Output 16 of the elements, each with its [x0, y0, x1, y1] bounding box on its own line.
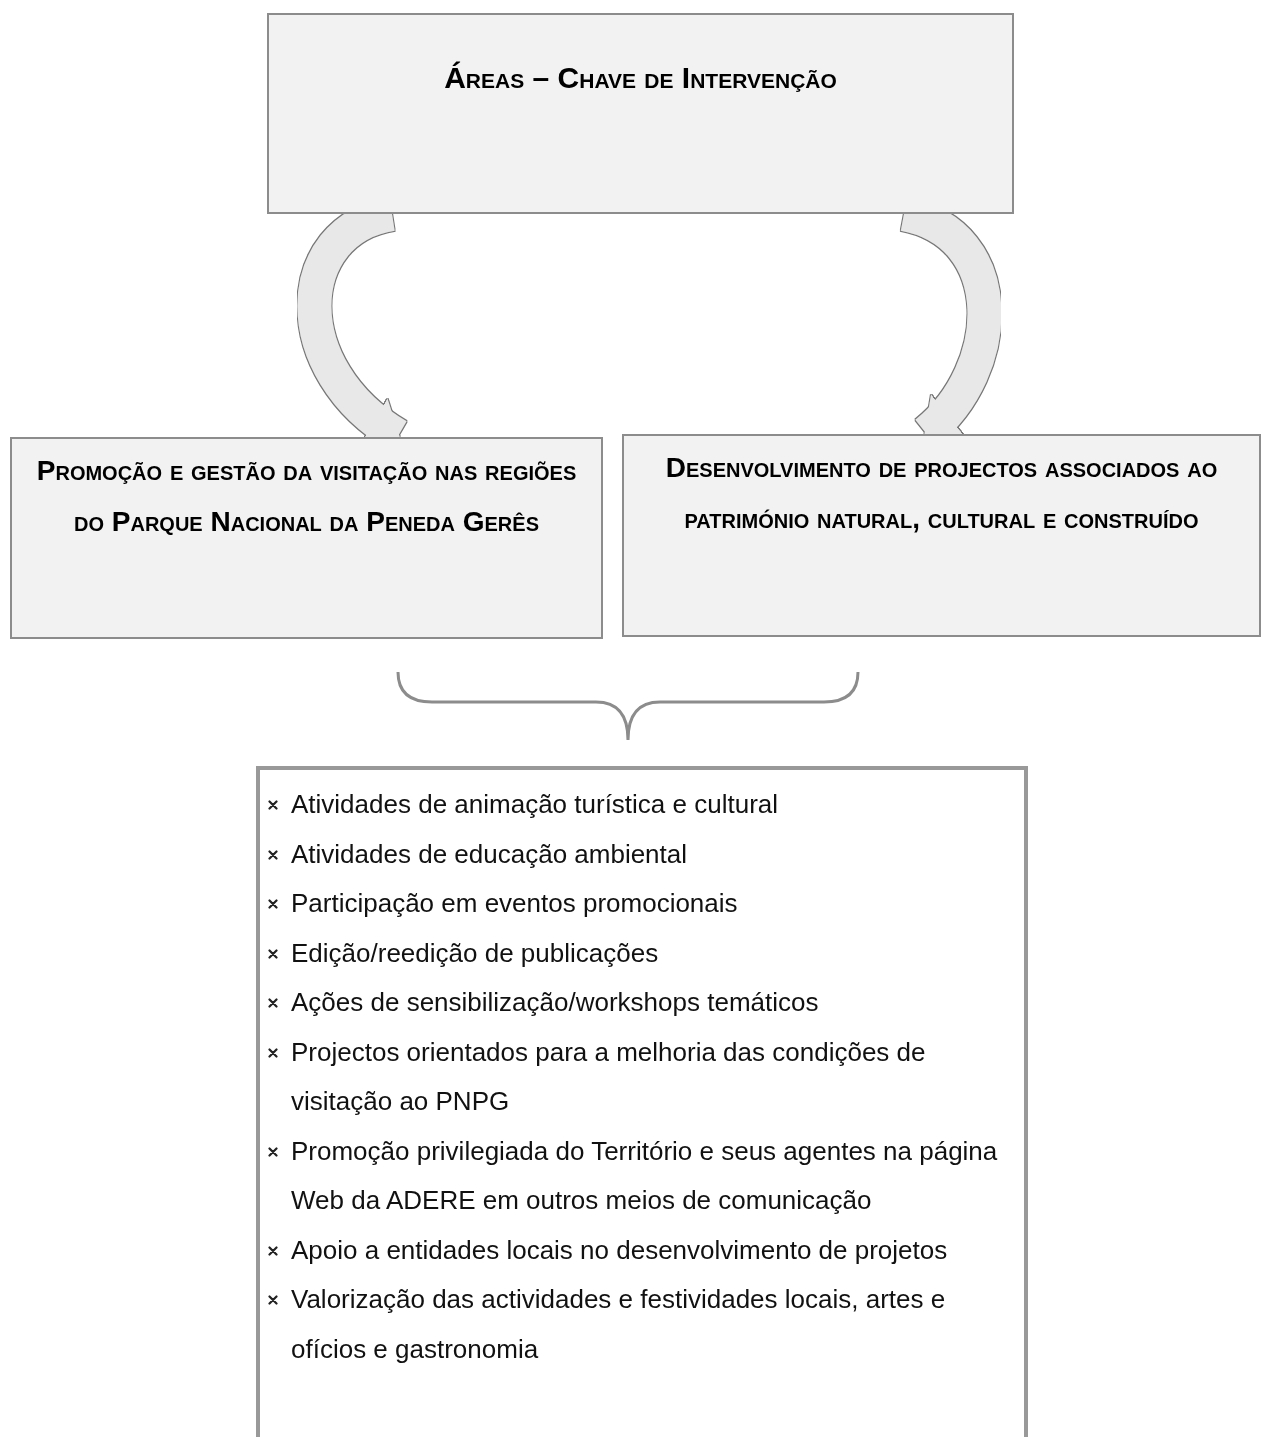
list-item-text: Apoio a entidades locais no desenvolvimento de projetos: [291, 1233, 948, 1267]
box-heading: Áreas – Chave de Intervenção: [443, 61, 838, 95]
list-item-text: Atividades de animação turística e cultural: [291, 788, 779, 821]
box-heading: Promoção e gestão da visitação nas regiões do Parque Nacional da Peneda Gerês: [35, 454, 578, 539]
list-item-text: Atividades de educação ambiental: [291, 837, 688, 871]
heading-box: [267, 13, 1014, 214]
box-heading: Desenvolvimento de projectos associados ao património natural, cultural e construído: [664, 451, 1219, 536]
list-item-text: Valorização das actividades e festividades locais, artes e ofícios e gastronomia: [291, 1283, 947, 1366]
list-item-text: Edição/reedição de publicações: [291, 936, 659, 970]
list-item-text: Ações de sensibilização/workshops temáticos: [291, 986, 819, 1019]
list-item-text: Participação em eventos promocionais: [291, 887, 738, 920]
list-item-text: Promoção privilegiada do Território e seus agentes na página Web da ADERE em outros meios de comunicação: [291, 1134, 999, 1217]
heading-box: [622, 434, 1261, 637]
list-item-text: Projectos orientados para a melhoria das condições de visitação ao PNPG: [291, 1035, 927, 1118]
list-box: [256, 766, 1028, 1437]
heading-box: [10, 437, 603, 639]
